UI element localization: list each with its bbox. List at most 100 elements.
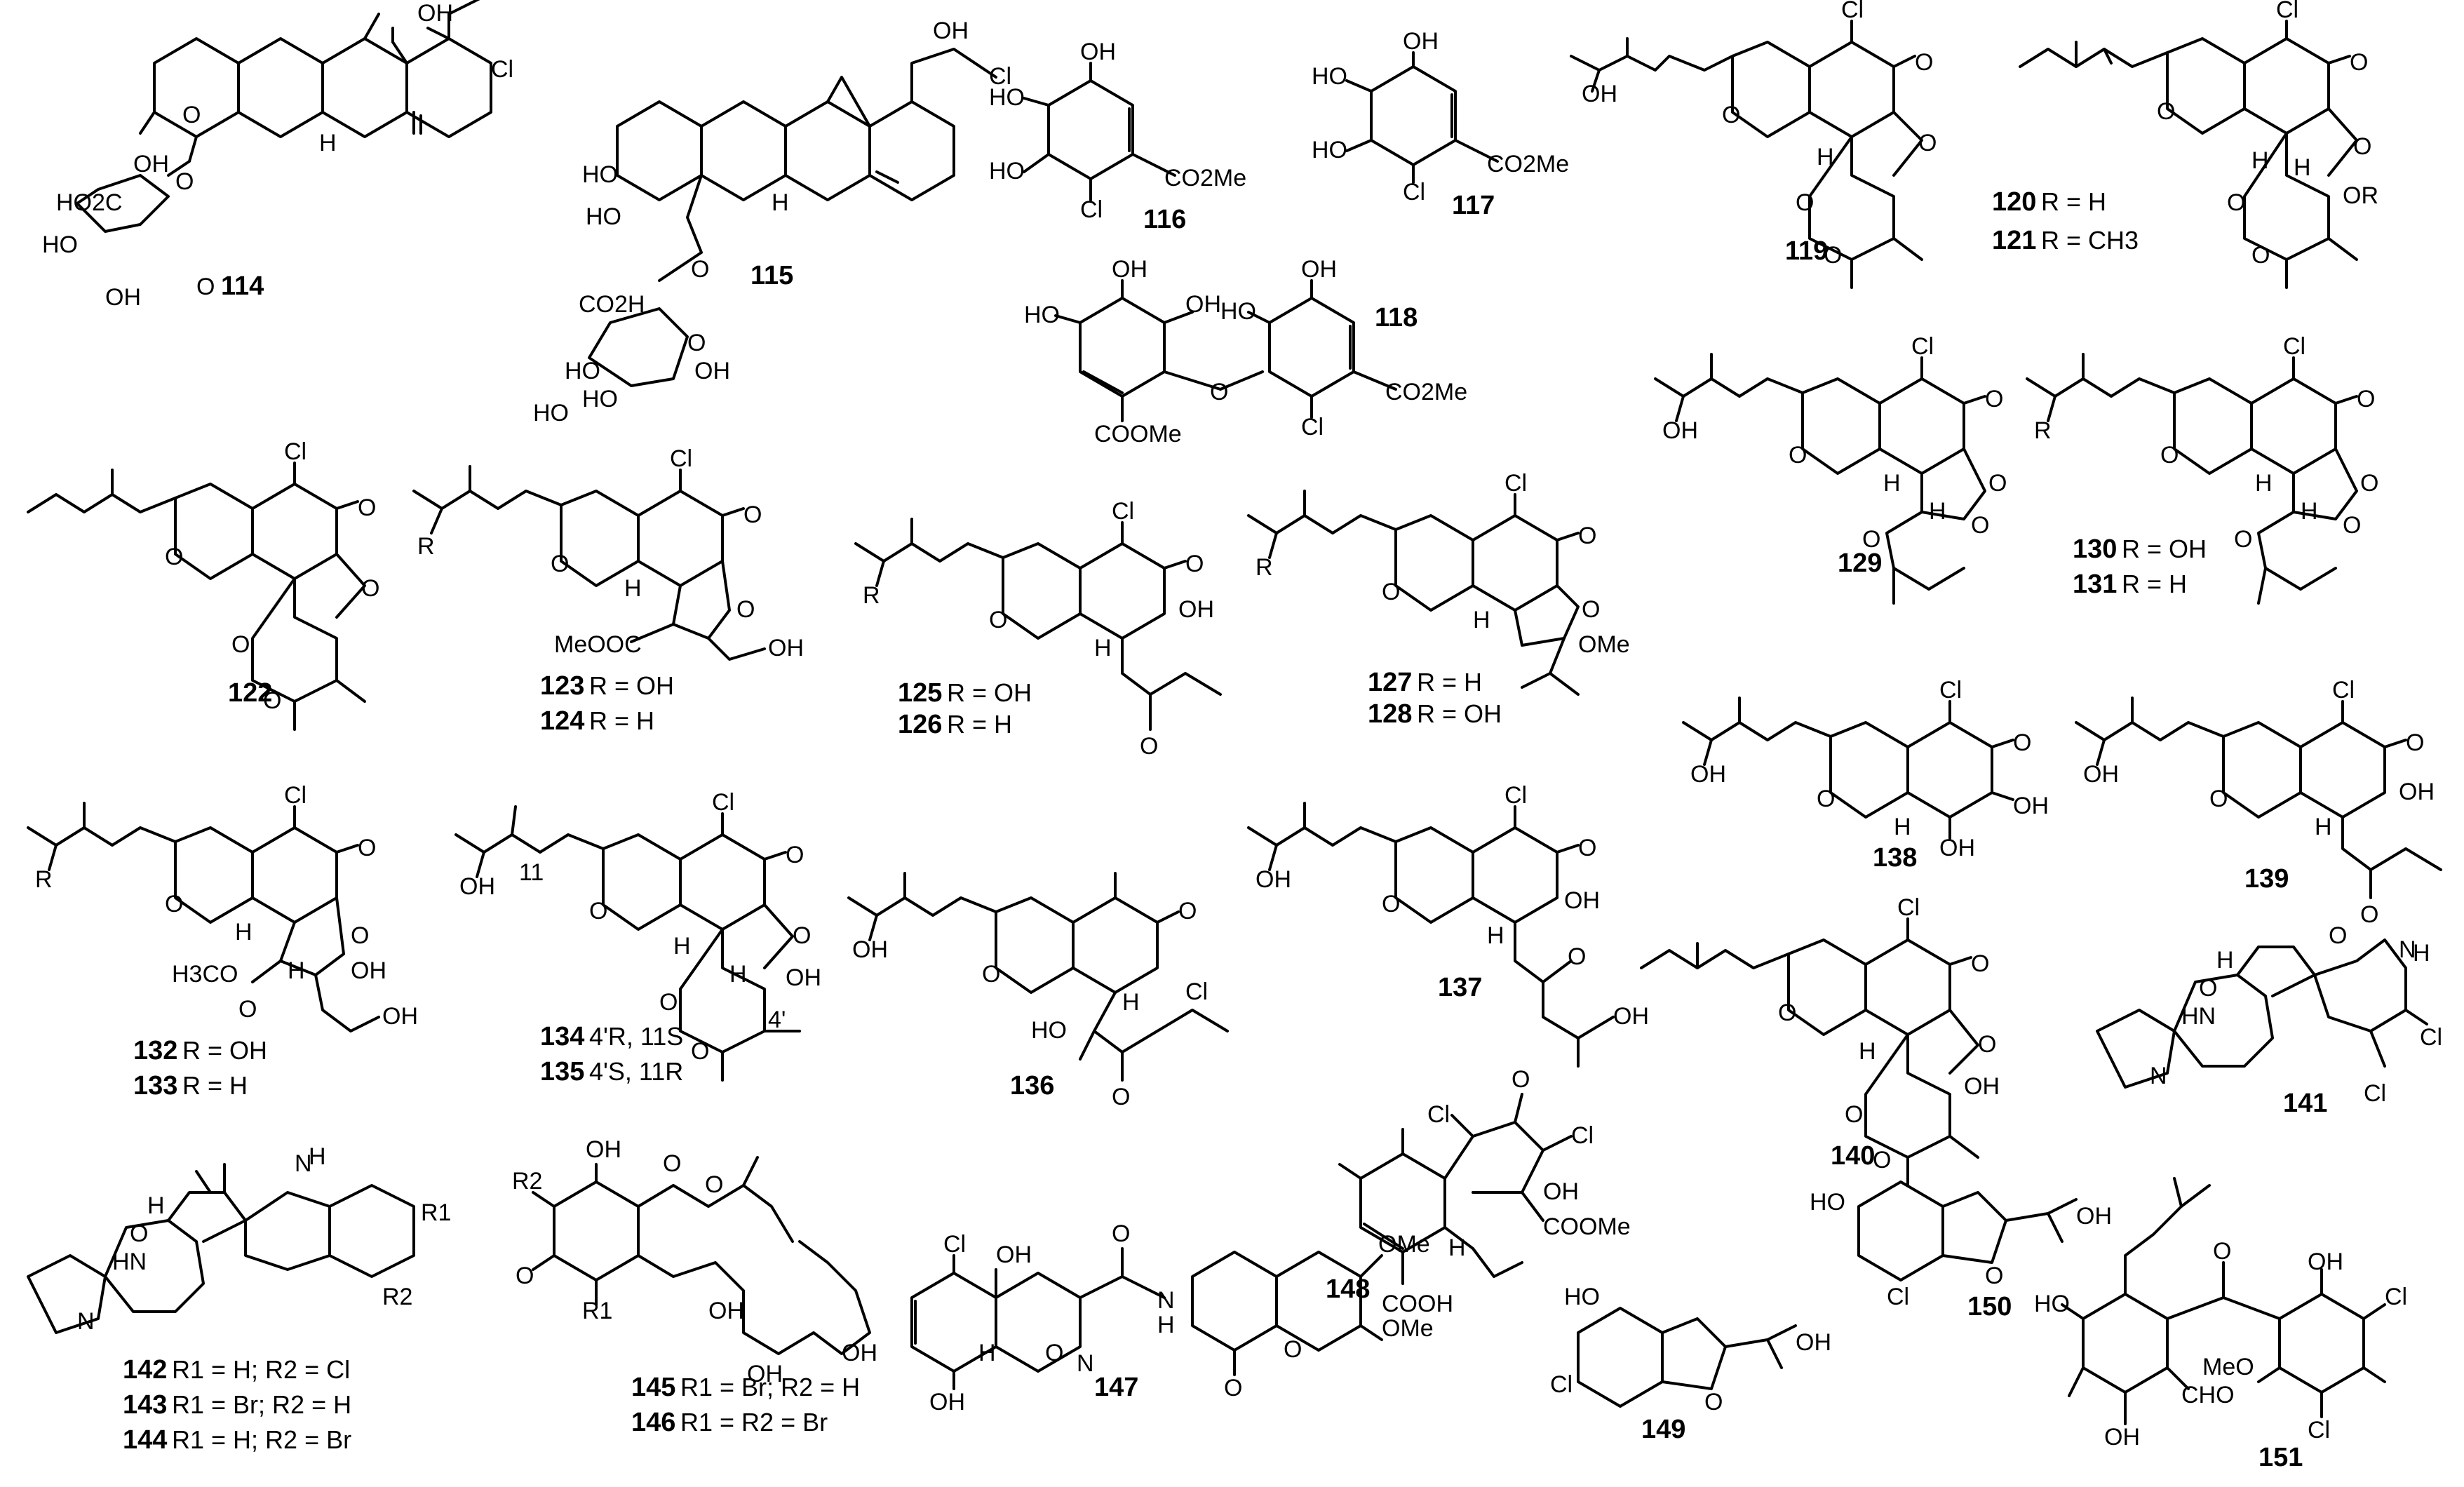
atom-r2: R2 xyxy=(382,1284,412,1310)
atom-hn: HN xyxy=(112,1249,147,1275)
atom-h: H xyxy=(1122,989,1140,1016)
atom-r2: R2 xyxy=(512,1168,542,1195)
atom-cl: Cl xyxy=(1112,498,1134,525)
compound-number: 133 xyxy=(133,1071,177,1101)
compound-number: 143 xyxy=(123,1390,167,1420)
compound-number: 138 xyxy=(1873,843,1917,873)
substituent-label: R = OH xyxy=(2122,534,2207,563)
atom-cl: Cl xyxy=(1080,196,1103,223)
atom-o: O xyxy=(1704,1389,1723,1415)
atom-ho: HO xyxy=(1564,1284,1600,1310)
atom-oh: OH xyxy=(1613,1003,1649,1030)
atom-locant-4prime: 4' xyxy=(768,1007,786,1033)
compound-number: 129 xyxy=(1838,549,1882,578)
compound-number: 141 xyxy=(2283,1089,2327,1118)
compound-130-131: R O Cl O O O H H O 130 R = OH 131 R = H xyxy=(2026,333,2378,605)
atom-oh: OH xyxy=(1582,81,1617,107)
compound-number: 121 xyxy=(1992,226,2036,255)
atom-o: O xyxy=(516,1263,534,1289)
atom-cl: Cl xyxy=(1427,1101,1450,1128)
atom-cl: Cl xyxy=(491,56,513,83)
compound-132-133: R O Cl O O OH H H H3CO O OH 132 R = OH 1… xyxy=(27,782,418,1101)
atom-oh: OH xyxy=(1543,1178,1579,1205)
compound-number: 118 xyxy=(1375,303,1418,332)
compound-142-143-144: H HN O N N H R1 R2 142 R1 = H; R2 = Cl 1… xyxy=(27,1143,451,1455)
compound-number: 120 xyxy=(1992,187,2036,217)
atom-o: O xyxy=(1817,786,1835,812)
atom-o: O xyxy=(691,1038,709,1065)
atom-o: O xyxy=(1568,943,1586,970)
compound-number: 150 xyxy=(1967,1292,2012,1321)
compound-number: 147 xyxy=(1094,1373,1138,1402)
atom-o: O xyxy=(2013,729,2031,756)
atom-ho: HO xyxy=(533,400,569,426)
atom-cl: Cl xyxy=(1939,677,1962,704)
compound-number: 135 xyxy=(540,1057,584,1086)
atom-oh: OH xyxy=(2308,1249,2343,1275)
atom-oh: OH xyxy=(1112,256,1147,283)
atom-o: O xyxy=(589,898,607,924)
atom-o: O xyxy=(1915,49,1933,76)
atom-o: O xyxy=(1796,189,1814,216)
atom-o: O xyxy=(1284,1336,1302,1363)
atom-cho: CHO xyxy=(2181,1382,2235,1408)
compound-number: 114 xyxy=(221,271,264,301)
atom-meo: MeO xyxy=(2202,1354,2254,1380)
substituent-label: R = CH3 xyxy=(2041,226,2139,255)
atom-r: R xyxy=(863,582,880,609)
atom-ho: HO xyxy=(582,161,618,188)
substituent-label: R = H xyxy=(2041,187,2106,216)
atom-ho: HO xyxy=(989,158,1025,184)
atom-ho2c: HO2C xyxy=(56,189,122,216)
atom-o: O xyxy=(2251,242,2270,269)
atom-n: N xyxy=(1077,1350,1094,1377)
compound-number: 149 xyxy=(1641,1415,1685,1444)
atom-o: O xyxy=(743,502,762,528)
atom-h: H xyxy=(978,1340,996,1366)
atom-oh: OH xyxy=(708,1298,744,1324)
atom-cl: Cl xyxy=(1550,1371,1573,1398)
atom-cl: Cl xyxy=(1897,894,1920,921)
atom-cl: Cl xyxy=(284,782,307,809)
compound-151: O HO OH CHO OH Cl MeO Cl 151 xyxy=(2034,1177,2407,1472)
atom-coome: COOMe xyxy=(1094,421,1182,448)
compound-number: 126 xyxy=(898,710,942,739)
substituent-label: R = H xyxy=(589,706,654,735)
atom-cl: Cl xyxy=(2276,0,2298,23)
atom-cl: Cl xyxy=(284,438,307,465)
compound-number: 128 xyxy=(1368,699,1412,729)
atom-h: H xyxy=(2413,940,2430,967)
atom-oh: OH xyxy=(1080,39,1116,65)
compound-number: 117 xyxy=(1452,191,1495,220)
atom-cl: Cl xyxy=(1887,1284,1909,1310)
atom-o: O xyxy=(1185,551,1204,577)
atom-cl: Cl xyxy=(1403,179,1425,206)
atom-o: O xyxy=(1112,1220,1130,1247)
atom-o: O xyxy=(361,575,379,602)
atom-o: O xyxy=(1045,1340,1063,1366)
atom-oh: OH xyxy=(1939,835,1975,861)
atom-o: O xyxy=(2360,901,2378,928)
substituent-label: R = H xyxy=(182,1071,248,1100)
compound-number: 137 xyxy=(1438,973,1482,1002)
atom-h: H xyxy=(729,961,747,988)
atom-o: O xyxy=(2350,49,2368,76)
atom-h: H xyxy=(1883,470,1901,497)
atom-oh: OH xyxy=(1185,291,1221,318)
atom-cl: Cl xyxy=(1301,414,1324,440)
atom-o: O xyxy=(165,891,183,917)
atom-o: O xyxy=(989,607,1007,633)
atom-oh: OH xyxy=(929,1389,965,1415)
compound-number: 130 xyxy=(2073,534,2117,564)
atom-r: R xyxy=(35,866,53,893)
atom-o: O xyxy=(2360,470,2378,497)
atom-n: N xyxy=(1157,1287,1175,1314)
compound-134-135: OH 11 O Cl O O OH H H 4' O O 134 4'R, 11… xyxy=(455,789,821,1086)
atom-o: O xyxy=(1722,102,1740,128)
atom-cl: Cl xyxy=(989,63,1011,90)
compound-116: OH HO HO Cl CO2Me 116 xyxy=(989,39,1246,234)
atom-o: O xyxy=(238,996,257,1023)
atom-oh: OH xyxy=(2399,779,2435,805)
atom-h: H xyxy=(673,933,691,960)
atom-r: R xyxy=(417,533,435,560)
